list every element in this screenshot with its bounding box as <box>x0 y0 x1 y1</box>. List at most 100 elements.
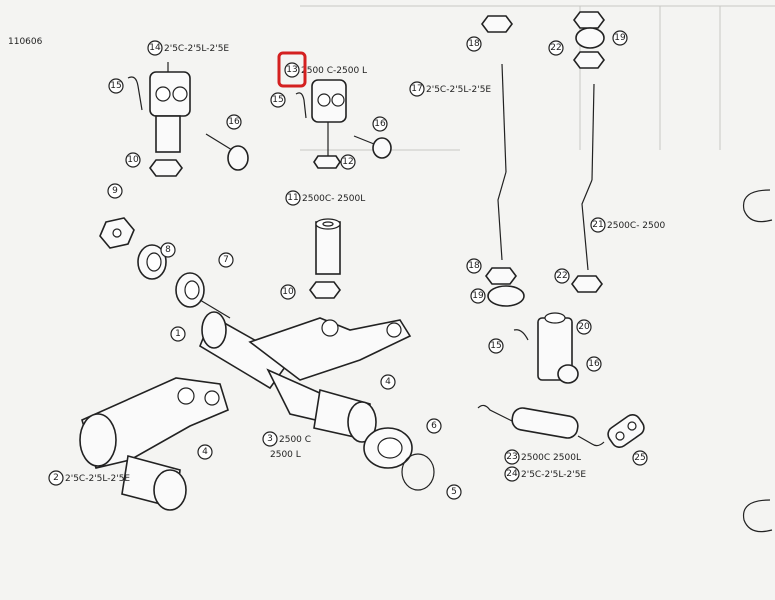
callout-l13: 13 2500 C-2500 L <box>284 62 367 78</box>
part-20-clevis <box>537 312 573 381</box>
callout-number: 24 <box>506 469 518 479</box>
callout-circle <box>488 338 504 354</box>
part-1-shaft-arm <box>199 299 412 430</box>
callout-circle <box>218 252 234 268</box>
callout-number: 23 <box>506 452 517 462</box>
callout-number: 7 <box>223 255 229 265</box>
callout-text: 2500C- 2500 <box>607 221 665 231</box>
callout-l4b: 4 <box>380 374 396 390</box>
callout-l5: 5 <box>446 484 462 500</box>
callout-text: 2500 C-2500 L <box>301 66 367 76</box>
callout-number: 11 <box>287 193 298 203</box>
callout-number: 14 <box>149 43 161 53</box>
callout-number: 5 <box>451 487 457 497</box>
callout-text: 2'5C-2'5L-2'5E <box>65 474 130 484</box>
callout-number: 17 <box>411 84 422 94</box>
callout-number: 15 <box>272 95 283 105</box>
callout-number: 25 <box>634 453 645 463</box>
callout-number: 21 <box>592 220 603 230</box>
part-22-nuts-top <box>573 11 605 69</box>
callout-circle <box>372 116 388 132</box>
callout-l7: 7 <box>218 252 234 268</box>
callout-circle <box>280 284 296 300</box>
callout-number: 18 <box>468 39 480 49</box>
callout-text: 2500C 2500L <box>521 453 581 463</box>
callout-circle <box>285 190 301 206</box>
part-8-washer <box>137 244 167 280</box>
callout-l10a: 10 <box>125 152 141 168</box>
callout-text: 2500 C <box>279 435 311 445</box>
callout-number: 16 <box>588 359 600 369</box>
callout-circle <box>160 242 176 258</box>
callout-l9: 9 <box>107 183 123 199</box>
callout-l12: 12 <box>340 154 356 170</box>
callout-circle <box>170 326 186 342</box>
callout-l19b: 19 <box>470 288 486 304</box>
callout-number: 6 <box>431 421 437 431</box>
callout-number: 9 <box>112 186 118 196</box>
callout-l22b: 22 <box>554 268 570 284</box>
part-18-nut-top <box>481 15 513 33</box>
part-22-nut-lower <box>571 275 603 293</box>
callout-l4a: 4 <box>197 444 213 460</box>
callout-l19a: 19 <box>612 30 628 46</box>
callout-circle <box>576 319 592 335</box>
callout-l16c: 16 <box>586 356 602 372</box>
callout-l3: 3 2500 C <box>262 431 311 447</box>
part-17-rod <box>497 63 507 261</box>
callout-circle <box>554 268 570 284</box>
callout-number: 16 <box>228 117 240 127</box>
doc-code: 110606 <box>8 37 43 47</box>
part-10-nut-a <box>149 159 183 177</box>
callout-circle <box>446 484 462 500</box>
callout-l16a: 16 <box>226 114 242 130</box>
callout-circle <box>504 449 520 465</box>
callout-number: 13 <box>286 65 297 75</box>
callout-l2: 2 2'5C-2'5L-2'5E <box>48 470 130 486</box>
callout-number: 10 <box>127 155 139 165</box>
callout-number: 2 <box>53 473 59 483</box>
part-19-washer-lower <box>487 285 525 307</box>
part-15-cotter-pin-b <box>295 92 307 119</box>
callout-number: 18 <box>468 261 480 271</box>
part-13-clevis <box>311 79 347 160</box>
callout-number: 22 <box>550 43 561 53</box>
part-18-nut-lower <box>485 267 517 285</box>
callout-l20: 20 <box>576 319 592 335</box>
callout-l8: 8 <box>160 242 176 258</box>
callout-circle <box>632 450 648 466</box>
callout-circle <box>270 92 286 108</box>
callout-l18b: 18 <box>466 258 482 274</box>
callout-circle <box>48 470 64 486</box>
part-12-nut <box>313 155 341 169</box>
part-4-bushing-a <box>121 454 187 511</box>
callout-number: 19 <box>614 33 626 43</box>
callout-circle <box>262 431 278 447</box>
callout-l6: 6 <box>426 418 442 434</box>
callout-text: 2'5C-2'5L-2'5E <box>521 470 586 480</box>
callout-circle <box>284 62 300 78</box>
part-9-nut <box>99 217 135 249</box>
callout-circle <box>409 81 425 97</box>
callout-number: 4 <box>202 447 208 457</box>
callout-number: 3 <box>267 434 273 444</box>
callout-circle <box>586 356 602 372</box>
callout-circle <box>147 40 163 56</box>
highlight-box-13 <box>277 51 307 88</box>
part-6-washer <box>363 427 413 469</box>
callout-number: 10 <box>282 287 294 297</box>
callout-circle <box>470 288 486 304</box>
part-5-circlip <box>401 453 435 491</box>
callout-circle <box>612 30 628 46</box>
callout-l15a: 15 <box>108 78 124 94</box>
part-10-nut-b <box>309 281 341 299</box>
callout-text: 2'5C-2'5L-2'5E <box>164 44 229 54</box>
callout-l23: 23 2500C 2500L <box>504 449 581 465</box>
callout-circle <box>504 466 520 482</box>
callout-number: 20 <box>578 322 590 332</box>
callout-circle <box>380 374 396 390</box>
